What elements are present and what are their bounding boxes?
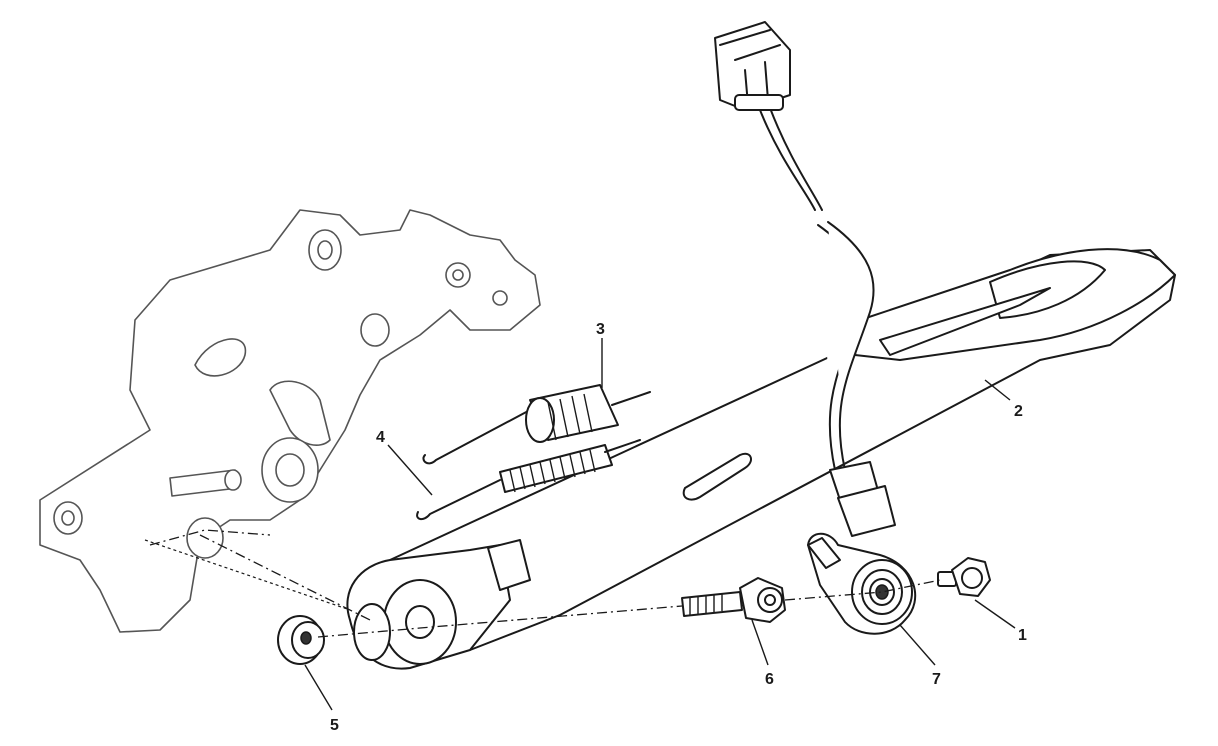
hex-bolt xyxy=(937,557,991,597)
callout-1: 1 xyxy=(1018,627,1027,644)
callout-2: 2 xyxy=(1014,403,1023,420)
side-stand-leg xyxy=(346,248,1176,670)
spring-upper xyxy=(422,384,651,465)
washer xyxy=(277,615,325,665)
callout-5: 5 xyxy=(330,717,339,734)
assembly-axes xyxy=(144,529,941,638)
stand-switch xyxy=(807,532,917,635)
callout-4: 4 xyxy=(376,429,385,446)
callout-3: 3 xyxy=(596,321,605,338)
pivot-pin xyxy=(681,577,786,623)
spring-lower xyxy=(416,439,641,520)
callout-7: 7 xyxy=(932,671,941,688)
leader-lines xyxy=(304,338,1016,711)
callout-6: 6 xyxy=(765,671,774,688)
frame-bracket xyxy=(39,209,541,633)
wiring-harness xyxy=(714,21,896,537)
